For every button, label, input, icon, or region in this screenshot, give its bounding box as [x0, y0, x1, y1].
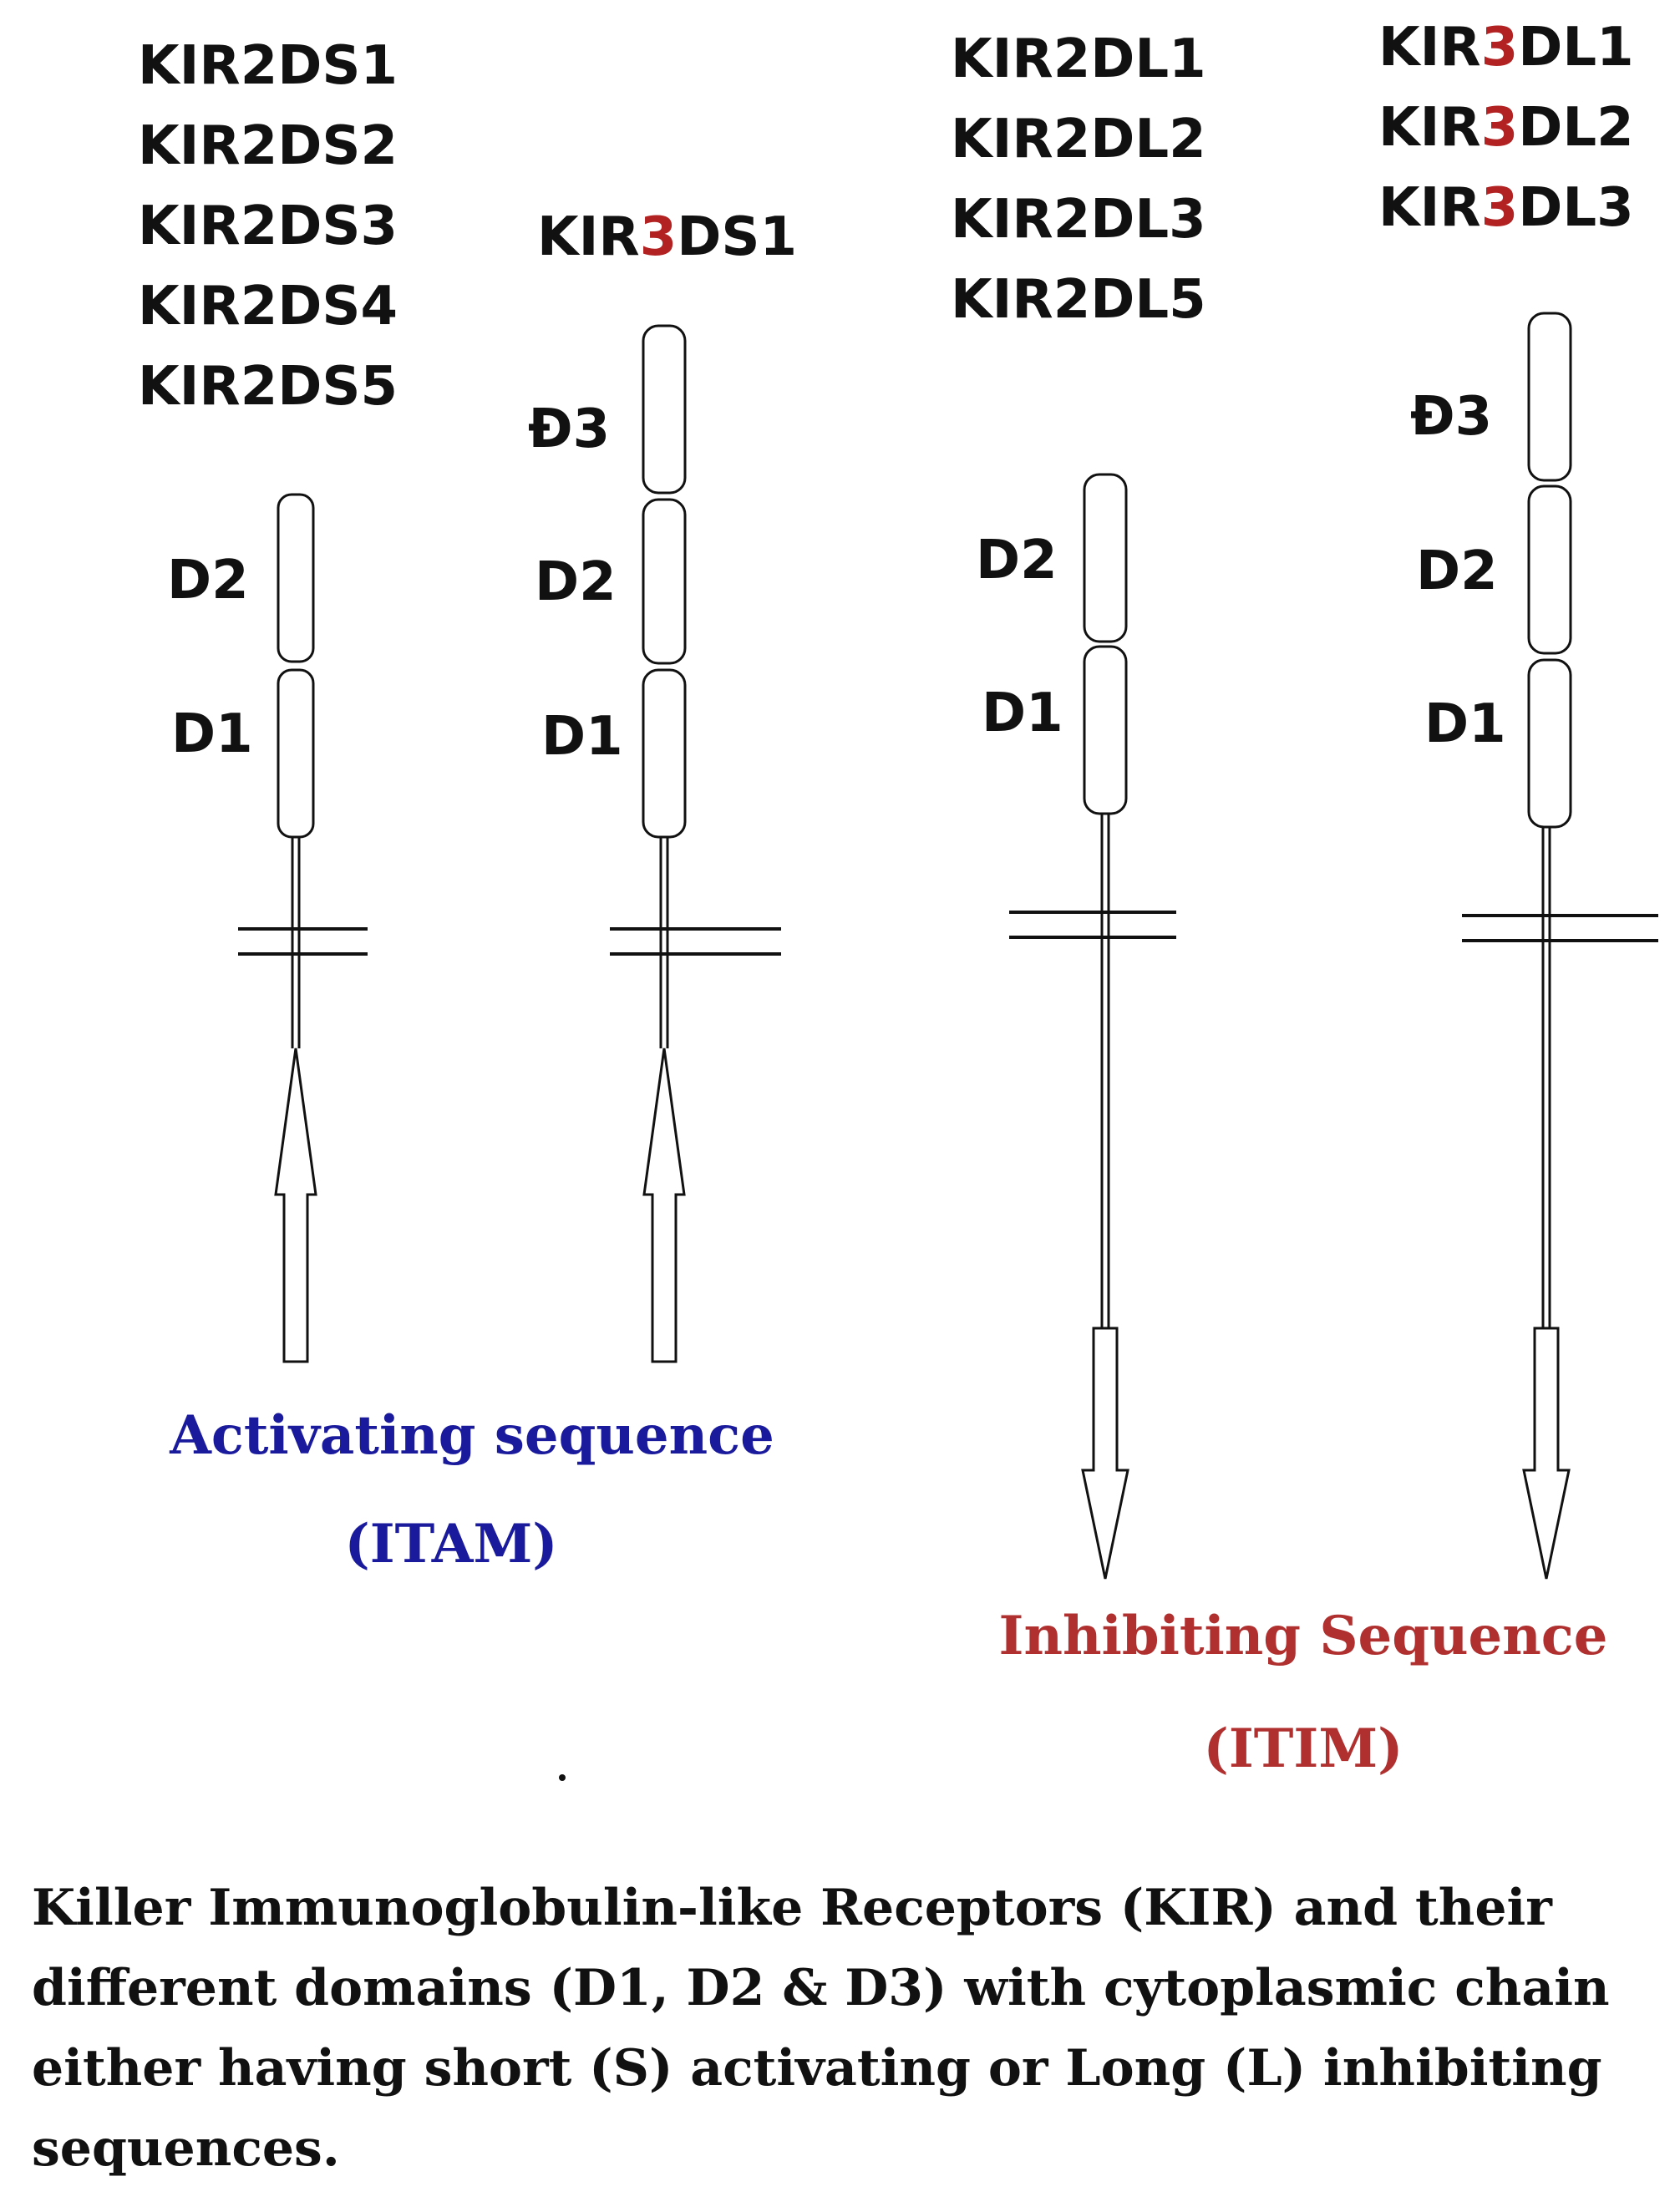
kir3ds-domain-d3-label: Đ3	[528, 398, 610, 460]
kir3dl-membrane	[1462, 914, 1658, 942]
figure-caption: Killer Immunoglobulin-like Receptors (KI…	[32, 1879, 1610, 2178]
kir2ds4-label: KIR2DS4	[138, 276, 398, 337]
itim-label: (ITIM)	[1204, 1717, 1403, 1780]
kir2dl-stem	[1100, 814, 1110, 1328]
kir2dl2-label: KIR2DL2	[951, 109, 1206, 170]
group-kir2dl: KIR2DL1 KIR2DL2 KIR2DL3 KIR2DL5 D2 D1	[951, 28, 1206, 1580]
kir2dl-inhibiting-arrow	[1081, 1327, 1129, 1580]
stray-dot	[559, 1774, 566, 1781]
kir2ds1-label: KIR2DS1	[138, 35, 398, 97]
kir3ds-activating-arrow	[642, 1048, 686, 1363]
kir2ds-domain-d2	[277, 493, 315, 663]
kir3ds-domain-d3	[642, 324, 687, 495]
kir2ds-stem	[291, 837, 301, 1048]
kir3dl-domain-d3-label: Đ3	[1410, 386, 1492, 448]
kir3dl-domain-d3	[1527, 312, 1572, 482]
activating-sequence-label: Activating sequence	[169, 1404, 774, 1467]
inhibiting-sequence-label: Inhibiting Sequence	[999, 1605, 1608, 1667]
kir3ds-domain-d2	[642, 498, 687, 665]
kir3dl2-label: KIR3DL2	[1378, 97, 1634, 159]
kir3ds-domain-d1-label: D1	[541, 706, 623, 768]
kir2ds3-label: KIR2DS3	[138, 195, 398, 257]
kir2dl1-label: KIR2DL1	[951, 28, 1206, 90]
itam-label: (ITAM)	[344, 1513, 557, 1575]
kir2dl-domain-d2	[1083, 473, 1128, 643]
kir2dl-domain-d1-label: D1	[982, 682, 1063, 744]
kir3ds1-label: KIR3DS1	[537, 206, 797, 268]
kir3ds-domain-d2-label: D2	[535, 551, 617, 613]
kir3dl1-label: KIR3DL1	[1378, 17, 1634, 79]
group-kir3dl: KIR3DL1 KIR3DL2 KIR3DL3 Đ3 D2 D1	[1378, 17, 1658, 1580]
kir2ds5-label: KIR2DS5	[138, 356, 398, 418]
group-kir3ds: KIR3DS1 Đ3 D2 D1	[528, 206, 797, 1363]
kir3dl-domain-d1-label: D1	[1424, 693, 1506, 755]
kir2ds-domain-d1-label: D1	[171, 703, 253, 765]
kir3dl3-label: KIR3DL3	[1378, 177, 1634, 239]
kir2ds-activating-arrow	[274, 1048, 317, 1363]
kir3dl-stem	[1541, 827, 1551, 1328]
kir3ds-domain-d1	[642, 668, 687, 839]
kir3dl-domain-d2-label: D2	[1416, 540, 1498, 602]
kir2ds-domain-d2-label: D2	[167, 550, 249, 611]
kir2ds-membrane	[238, 927, 368, 956]
kir2ds-domain-d1	[277, 668, 315, 839]
kir2dl3-label: KIR2DL3	[951, 189, 1206, 251]
kir3dl-domain-d1	[1527, 658, 1572, 829]
kir2dl-domain-d2-label: D2	[976, 530, 1058, 591]
kir2ds2-label: KIR2DS2	[138, 115, 398, 177]
kir2dl-domain-d1	[1083, 645, 1128, 815]
kir3dl-inhibiting-arrow	[1522, 1327, 1571, 1580]
kir3ds-membrane	[610, 927, 781, 956]
group-kir2ds: KIR2DS1 KIR2DS2 KIR2DS3 KIR2DS4 KIR2DS5 …	[138, 35, 398, 1363]
kir2dl-membrane	[1009, 911, 1176, 939]
kir2dl5-label: KIR2DL5	[951, 269, 1206, 331]
kir3dl-domain-d2	[1527, 485, 1572, 655]
kir3ds-stem	[659, 837, 669, 1048]
